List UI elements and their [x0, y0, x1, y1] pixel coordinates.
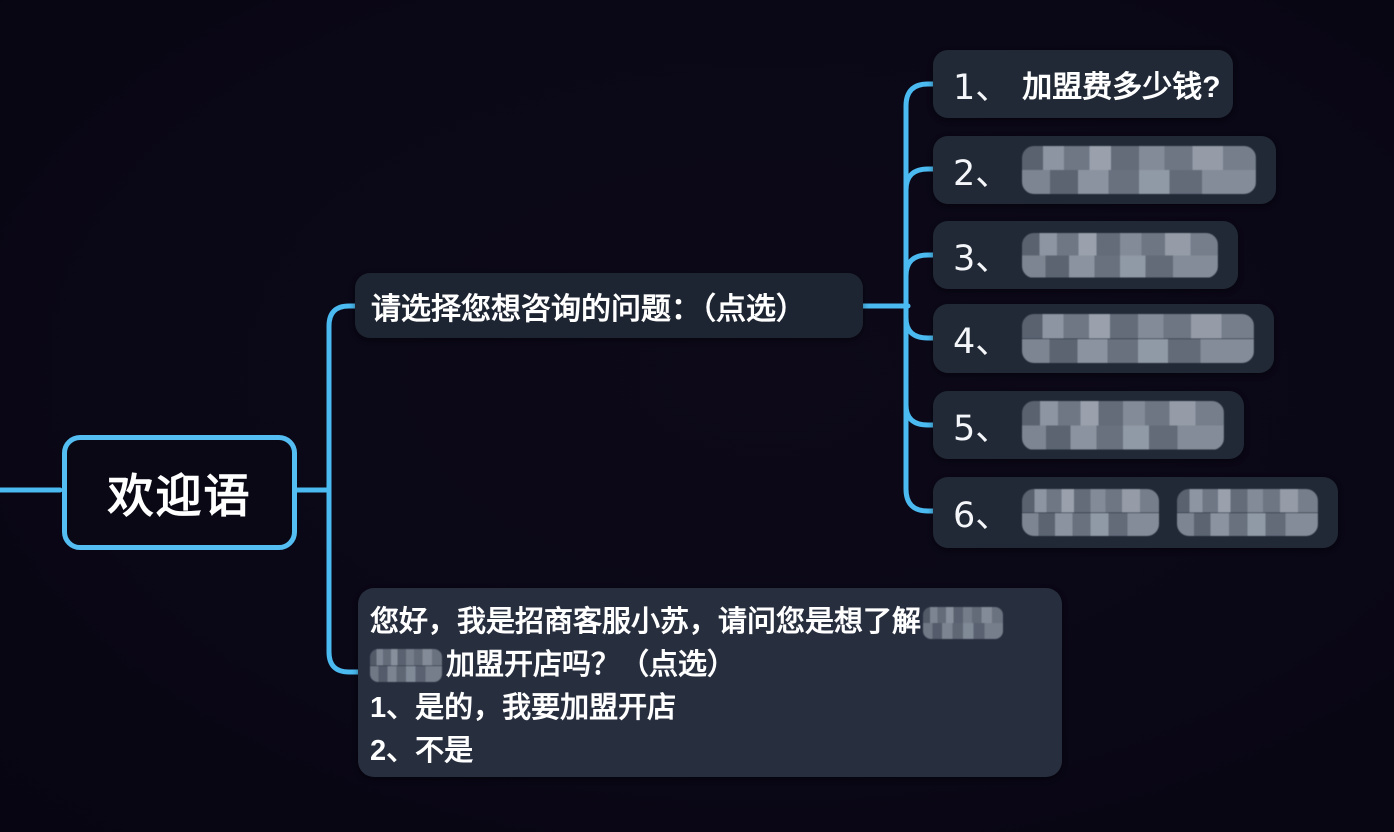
welcome-line-3-text: 1、是的，我要加盟开店 — [370, 692, 677, 724]
welcome-message-node[interactable]: 您好，我是招商客服小苏，请问您是想了解 加盟开店吗？（点选） 1、是的，我要加盟… — [358, 588, 1062, 777]
censored-text-blur — [1022, 232, 1218, 278]
option-node-6[interactable]: 6、 — [933, 477, 1338, 548]
option-1-number: 1、 — [953, 67, 1011, 108]
question-node[interactable]: 请选择您想咨询的问题：（点选） — [355, 273, 863, 338]
question-node-label: 请选择您想咨询的问题：（点选） — [371, 292, 806, 326]
censored-text-blur — [1022, 314, 1254, 363]
edge-option-3 — [903, 252, 936, 279]
option-node-2[interactable]: 2、 — [933, 136, 1276, 204]
edge-option-4 — [903, 315, 936, 341]
option-5-number: 5、 — [953, 408, 1011, 449]
edge-options-trunk — [903, 81, 936, 514]
censored-text-blur — [1022, 400, 1224, 450]
edge-root-children — [326, 303, 363, 675]
option-node-4[interactable]: 4、 — [933, 304, 1274, 373]
option-2-number: 2、 — [953, 153, 1011, 194]
root-node-welcome[interactable]: 欢迎语 — [62, 435, 297, 550]
welcome-line-1: 您好，我是招商客服小苏，请问您是想了解 — [370, 601, 1048, 644]
welcome-line-2-text: 加盟开店吗？（点选） — [446, 649, 737, 681]
censored-text-blur — [370, 649, 442, 682]
option-node-3[interactable]: 3、 — [933, 221, 1238, 289]
welcome-line-4-text: 2、不是 — [370, 735, 474, 767]
censored-text-blur — [923, 606, 1004, 639]
option-3-number: 3、 — [953, 238, 1011, 279]
option-6-number: 6、 — [953, 496, 1011, 536]
welcome-line-3: 1、是的，我要加盟开店 — [370, 687, 1048, 730]
censored-text-blur — [1022, 489, 1160, 536]
censored-text-blur — [1022, 146, 1256, 194]
censored-text-blur — [1177, 489, 1318, 536]
edge-option-2 — [903, 166, 936, 193]
welcome-line-1-text: 您好，我是招商客服小苏，请问您是想了解 — [370, 606, 922, 638]
option-1-label: 加盟费多少钱? — [1022, 71, 1221, 104]
welcome-line-2: 加盟开店吗？（点选） — [370, 644, 1048, 687]
welcome-line-4: 2、不是 — [370, 730, 1048, 773]
root-node-label: 欢迎语 — [107, 469, 252, 522]
option-node-1[interactable]: 1、 加盟费多少钱? — [933, 50, 1233, 118]
edge-option-5 — [903, 402, 936, 428]
option-node-5[interactable]: 5、 — [933, 391, 1244, 459]
option-4-number: 4、 — [953, 322, 1011, 362]
